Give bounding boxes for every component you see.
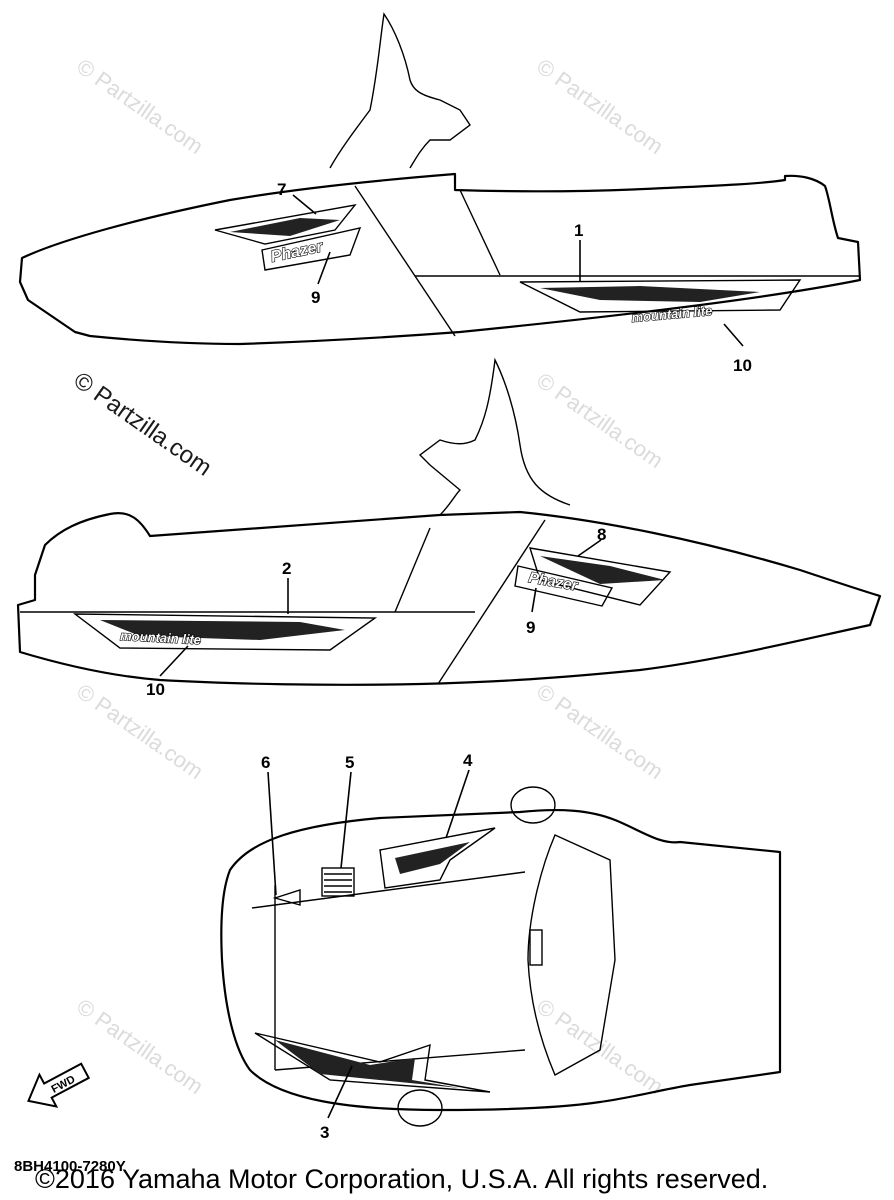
watermark-4: © Partzilla.com: [532, 368, 668, 474]
right-side-panel-line: [459, 189, 501, 276]
callout-6: 6: [261, 753, 270, 772]
decal-7-fill: [230, 218, 340, 236]
watermark-7: © Partzilla.com: [72, 994, 208, 1100]
watermark-5: © Partzilla.com: [72, 679, 208, 785]
top-hood-outline: [220, 808, 782, 1112]
right-windshield: [329, 12, 471, 169]
right-side-body-outline: [18, 172, 862, 346]
decal-9-badge-left: [514, 565, 614, 607]
decal-4-fill: [395, 842, 470, 874]
leader-7: [292, 194, 317, 215]
leader-8: [577, 539, 602, 557]
decal-4-shape: [379, 827, 496, 889]
decal-8-shape: [528, 547, 672, 606]
decal-5-shape: [321, 867, 355, 897]
callouts: 7 9 1 10 2 8 9 10 6 5 4 3: [146, 180, 752, 1142]
decal-9-text-right: Phazer: [269, 238, 325, 266]
watermark-2: © Partzilla.com: [532, 54, 668, 160]
callout-4: 4: [463, 751, 473, 770]
watermark-6: © Partzilla.com: [532, 679, 668, 785]
watermark-1: © Partzilla.com: [72, 54, 208, 160]
leader-4: [445, 769, 470, 839]
left-seat-line: [437, 519, 546, 685]
callout-3: 3: [320, 1123, 329, 1142]
top-upper-crease: [251, 871, 526, 909]
right-side-view: Phazer mountain lite: [18, 12, 862, 346]
top-headlight-cutout: [527, 834, 616, 1076]
decal-2-fill: [100, 620, 345, 640]
callout-2: 2: [282, 559, 291, 578]
top-left-mirror: [510, 786, 556, 824]
decal-2-shape: [72, 613, 378, 651]
watermarks: © Partzilla.com © Partzilla.com © Partzi…: [69, 54, 668, 1100]
decal-6-shape: [272, 889, 301, 906]
left-windshield: [418, 357, 571, 516]
watermark-3: © Partzilla.com: [69, 367, 217, 482]
top-right-mirror: [397, 1089, 443, 1127]
callout-9-left: 9: [526, 618, 535, 637]
top-view: [220, 786, 782, 1127]
decal-1-shape: [519, 279, 802, 313]
left-side-body-outline: [16, 510, 882, 686]
fwd-arrow-icon: [27, 1062, 91, 1108]
leader-6: [267, 771, 277, 896]
decal-10-text-right: mountain lite: [631, 303, 713, 325]
decal-10-text-left: mountain lite: [120, 628, 202, 647]
leader-10-left: [159, 645, 189, 677]
decal-3-fill: [275, 1040, 460, 1088]
left-side-panel-line: [394, 527, 431, 613]
callout-10-right: 10: [733, 356, 752, 375]
decal-3-shape: [254, 1032, 491, 1093]
left-side-view: mountain lite Phazer: [16, 357, 882, 686]
right-seat-line: [354, 185, 456, 337]
leader-10-right: [723, 323, 744, 347]
leader-9-right: [317, 251, 331, 285]
decal-8-fill: [540, 556, 665, 584]
callout-7: 7: [277, 180, 286, 199]
callout-5: 5: [345, 753, 354, 772]
leader-5: [340, 771, 352, 869]
decal-9-badge: [261, 227, 362, 271]
top-grill-slot: [529, 929, 543, 966]
callout-8: 8: [597, 525, 606, 544]
decal-1-fill: [540, 286, 760, 302]
part-code: 8BH4100-7280Y: [14, 1158, 126, 1175]
fwd-arrow: FWD: [27, 1062, 91, 1108]
decal-5-stripes: [324, 873, 352, 893]
leader-3: [327, 1065, 353, 1119]
callout-9-right: 9: [311, 288, 320, 307]
leader-9-left: [531, 587, 537, 613]
decal-7-shape: [214, 203, 357, 245]
callout-1: 1: [574, 221, 583, 240]
copyright-notice: ©2016 Yamaha Motor Corporation, U.S.A. A…: [35, 1164, 769, 1194]
callout-10-left: 10: [146, 680, 165, 699]
